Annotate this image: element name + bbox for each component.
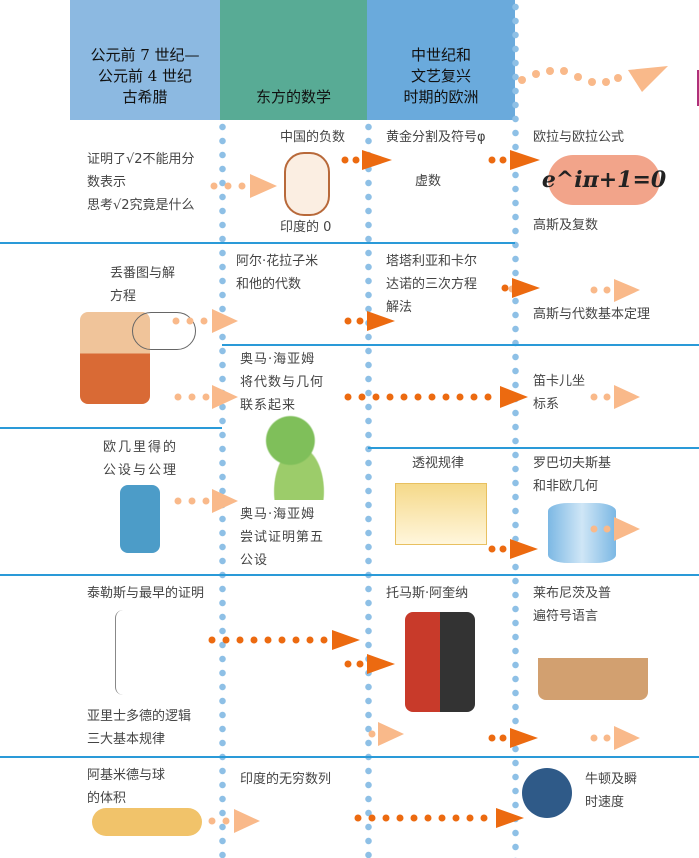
- topic-leibniz[interactable]: 莱布尼茨及普 遍符号语言: [533, 586, 612, 624]
- topic-indian-zero[interactable]: 印度的 0: [280, 220, 332, 235]
- leibniz-illustration: [538, 630, 648, 700]
- speech-bubble-illustration: [132, 312, 196, 350]
- dark-arrows: [208, 150, 540, 828]
- arrow-light: [590, 385, 640, 409]
- header-medieval-europe: 中世纪和 文艺复兴 时期的欧洲: [367, 0, 515, 120]
- topic-golden-ratio[interactable]: 黄金分割及符号φ: [386, 130, 486, 145]
- arrow-dark: [354, 808, 524, 828]
- light-arrows: [172, 66, 668, 833]
- arrow-dark: [488, 728, 538, 748]
- arrow-dark: [344, 386, 528, 408]
- topic-gauss-complex[interactable]: 高斯及复数: [533, 218, 599, 233]
- topic-text: 数表示: [87, 175, 127, 190]
- aquinas-illustration: [405, 612, 475, 712]
- topic-aquinas[interactable]: 托马斯·阿奎纳: [386, 586, 469, 601]
- topic-khayyam-fifth-postulate[interactable]: 奥马·海亚姆 尝试证明第五 公设: [240, 507, 325, 568]
- arrow-light: [174, 489, 238, 513]
- arrow-dark: [488, 539, 538, 559]
- euler-formula-badge: e^iπ+1=0: [542, 155, 666, 205]
- topic-perspective[interactable]: 透视规律: [412, 456, 465, 471]
- topic-cubic-equation[interactable]: 塔塔利亚和卡尔 达诺的三次方程 解法: [386, 254, 478, 315]
- row-line: [222, 344, 699, 346]
- arrow-dark: [208, 630, 360, 650]
- topic-chinese-negative[interactable]: 中国的负数: [280, 130, 346, 145]
- arrow-light: [210, 174, 277, 198]
- euclid-illustration: [120, 485, 160, 553]
- thales-diagram: [115, 610, 171, 695]
- row-line: [0, 756, 699, 758]
- arrow-dark: [501, 278, 540, 298]
- perspective-illustration: [395, 483, 487, 545]
- topic-gauss-algebra[interactable]: 高斯与代数基本定理: [533, 307, 651, 322]
- column-divider: [219, 120, 226, 858]
- topic-archimedes[interactable]: 阿基米德与球 的体积: [87, 768, 166, 806]
- topic-text: 思考√2究竟是什么: [87, 198, 195, 213]
- row-line: [368, 447, 699, 449]
- topic-imaginary-numbers[interactable]: 虚数: [415, 174, 442, 189]
- topic-thales[interactable]: 泰勒斯与最早的证明: [87, 586, 205, 601]
- arrow-light: [590, 726, 640, 750]
- turtle-illustration: [284, 152, 330, 216]
- edge-marker: [697, 70, 699, 106]
- topic-newton[interactable]: 牛顿及瞬 时速度: [585, 772, 638, 810]
- newton-illustration: [522, 768, 572, 818]
- topic-indian-series[interactable]: 印度的无穷数列: [240, 772, 332, 787]
- row-line: [0, 574, 699, 576]
- topic-sqrt2[interactable]: 证明了√2不能用分数表示思考√2究竟是什么: [87, 148, 195, 217]
- arrow-light: [368, 722, 404, 746]
- arrow-dark: [344, 654, 395, 674]
- row-line: [0, 242, 515, 244]
- arrow-light: [174, 385, 238, 409]
- topic-euler[interactable]: 欧拉与欧拉公式: [533, 130, 625, 145]
- topic-khayyam-geometry[interactable]: 奥马·海亚姆 将代数与几何 联系起来: [240, 352, 325, 413]
- topic-lobachevsky[interactable]: 罗巴切夫斯基 和非欧几何: [533, 456, 612, 494]
- row-line: [0, 427, 222, 429]
- hyperboloid-illustration: [548, 503, 616, 563]
- arrow-light: [172, 309, 238, 333]
- archimedes-illustration: [92, 808, 202, 836]
- column-divider: [365, 120, 372, 858]
- arrow-light: [590, 517, 640, 541]
- header-ancient-greece: 公元前 7 世纪— 公元前 4 世纪 古希腊: [70, 0, 220, 120]
- topic-descartes[interactable]: 笛卡儿坐 标系: [533, 374, 586, 412]
- arrow-dark: [344, 311, 395, 331]
- topic-al-khwarizmi[interactable]: 阿尔·花拉子米 和他的代数: [236, 254, 319, 292]
- header-eastern-math: 东方的数学: [220, 0, 367, 120]
- arrow-dark: [341, 150, 392, 170]
- topic-text: 证明了√2不能用分: [87, 152, 195, 167]
- arrow-light: [518, 66, 668, 92]
- topic-euclid[interactable]: 欧几里得的 公设与公理: [103, 440, 179, 478]
- topic-aristotle[interactable]: 亚里士多德的逻辑 三大基本规律: [87, 709, 192, 747]
- khayyam-illustration: [256, 415, 342, 500]
- topic-diophantus[interactable]: 丢番图与解 方程: [110, 266, 176, 304]
- arrow-dark: [488, 150, 540, 170]
- column-divider: [512, 0, 519, 858]
- arrow-light: [208, 809, 260, 833]
